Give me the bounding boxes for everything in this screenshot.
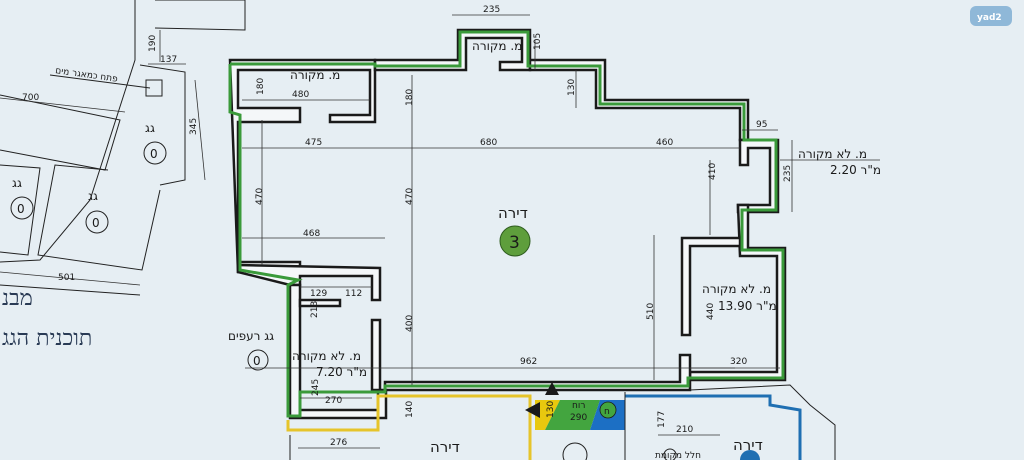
rooftop-1-circle (143, 141, 167, 165)
dim-680: 680 (480, 138, 497, 148)
dim-112: 112 (345, 289, 362, 299)
side-title-line2: תוכנית הגג (2, 326, 92, 351)
dim-130: 130 (567, 79, 577, 96)
dimension-lines (242, 14, 880, 449)
stair-dim: 290 (570, 413, 587, 423)
dim-180b: 180 (405, 89, 415, 106)
dim-245: 245 (311, 379, 321, 396)
dim-213: 213 (310, 301, 320, 318)
dim-475: 475 (305, 138, 322, 148)
dim-468: 468 (303, 229, 320, 239)
stair-badge: ח (604, 407, 610, 417)
dim-105: 105 (533, 33, 543, 50)
dim-440: 440 (706, 303, 716, 320)
uncovered-right-label: מ. לא מקורה (702, 282, 771, 296)
colored-outlines (228, 30, 802, 460)
rooftop-3-label: גג (88, 189, 98, 203)
dim-210: 210 (676, 425, 693, 435)
yad2-logo-text: yad2 (977, 13, 1002, 23)
stair-side-dim: 130 (546, 401, 556, 418)
neighbor-left-label: דירה (430, 438, 460, 456)
rooftop-tile-label: גג רעפים (228, 329, 274, 343)
lower-walls (289, 384, 836, 460)
dim-345: 345 (189, 118, 199, 135)
uncovered-bottom-label: מ. לא מקורה (292, 349, 361, 363)
dim-129: 129 (310, 289, 327, 299)
dim-180a: 180 (256, 78, 266, 95)
rooftop-1-number: 0 (150, 147, 158, 161)
apartment-badge (499, 225, 531, 257)
rooftop-1-label: גג (145, 121, 155, 135)
dim-700: 700 (22, 93, 39, 103)
dim-140: 140 (405, 401, 415, 418)
apartment-label: דירה (498, 204, 528, 222)
dim-470b: 470 (405, 188, 415, 205)
dim-400: 400 (405, 315, 415, 332)
uncovered-bottom-area: 7.20 מ"ר (316, 365, 367, 379)
yad2-logo[interactable]: yad2 (970, 6, 1012, 26)
covered-top-label: מ. מקורה (472, 39, 522, 53)
uncovered-right-area: 13.90 מ"ר (718, 299, 777, 313)
apartment-number: 3 (509, 233, 520, 253)
covered-left-label: מ. מקורה (290, 68, 340, 82)
dim-510: 510 (646, 303, 656, 320)
dim-410: 410 (708, 163, 718, 180)
dim-177: 177 (657, 411, 667, 428)
rooftop-2-circle (10, 196, 34, 220)
dim-235b: 235 (783, 165, 793, 182)
rooftop-3-number: 0 (92, 216, 100, 230)
left-buildings (0, 0, 246, 296)
rooftop-2-label: גג (12, 176, 22, 190)
stair-block (525, 382, 625, 430)
dim-95: 95 (756, 120, 767, 130)
dim-320: 320 (730, 357, 747, 367)
rooftop-2-number: 0 (17, 202, 25, 216)
rooftop-tile-number: 0 (253, 354, 261, 368)
dim-276: 276 (330, 438, 347, 448)
rooftop-3-circle (85, 210, 109, 234)
dim-470a: 470 (255, 188, 265, 205)
dim-460: 460 (656, 138, 673, 148)
neighbor-right-badge (740, 450, 760, 460)
dim-190: 190 (148, 35, 158, 52)
dim-962: 962 (520, 357, 537, 367)
dim-137: 137 (160, 55, 177, 65)
dim-270: 270 (325, 396, 342, 406)
dim-480: 480 (292, 90, 309, 100)
stair-label: רוח (572, 401, 585, 411)
uncovered-small-area: 2.20 מ"ר (830, 163, 881, 177)
side-title-line1: מבנ (2, 286, 33, 311)
dim-501: 501 (58, 273, 75, 283)
rooftop-tile-circle (247, 349, 269, 371)
uncovered-small-label: מ. לא מקורה (798, 147, 867, 161)
water-tap-note: פתח כמאגר מים (55, 66, 119, 85)
neighbor-small-note: חלל מקומת (655, 451, 701, 460)
neighbor-right-label: דירה (733, 436, 763, 454)
dim-235: 235 (483, 5, 500, 15)
